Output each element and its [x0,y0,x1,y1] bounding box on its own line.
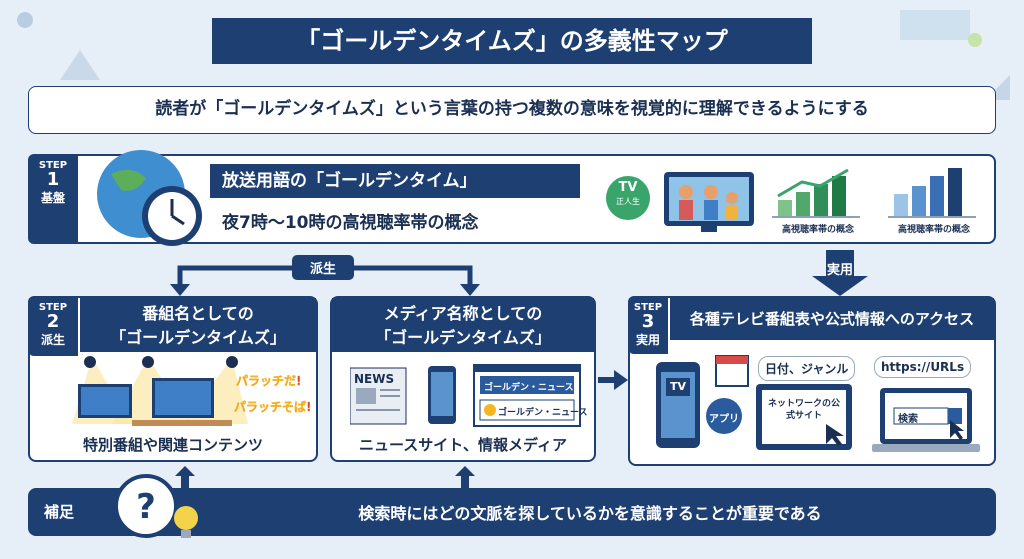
tv-badge-label: TV [618,180,638,195]
supplement-label: 補足 [44,503,75,521]
step2-heading-line2: 「ゴールデンタイムズ」 [110,328,286,347]
media-heading-line2: 「ゴールデンタイムズ」 [375,328,551,347]
media-heading-bar: メディア名称としての 「ゴールデンタイムズ」 [332,298,594,352]
blue-bar-chart-icon [888,168,976,218]
step1-badge: STEP 1 基盤 [28,154,78,244]
step3-badge: STEP 3 実用 [628,296,668,354]
studio-monitors-icon [72,356,248,426]
phone-tv-label: TV [669,380,687,393]
step3-heading: 各種テレビ番組表や公式情報へのアクセス [689,310,975,328]
supplement-up-arrows [175,466,475,488]
media-site2: ゴールデン・ニュース [498,408,588,418]
tv-badge-sub: 正人生 [616,197,640,206]
media-heading-line1: メディア名称としての [383,304,543,323]
laptop-search-icon [872,388,980,452]
urls-label: https://URLs [874,356,972,378]
news-label: NEWS [354,372,395,386]
svg-text:?: ? [136,487,156,527]
supplement-text: 検索時にはどの文脈を探しているかを意識することが重要である [358,504,822,523]
question-bulb-icon: ? [114,474,198,538]
step2-heading-line1: 番組名としての [142,304,254,323]
step3-badge-label: 実用 [635,333,660,347]
subtitle-text: 読者が「ゴールデンタイムズ」という言葉の持つ複数の意味を視覚的に理解できるように… [155,99,869,119]
step3-badge-num: 3 [641,311,655,332]
app-label: アプリ [709,414,739,425]
date-genre-label: 日付、ジャンル [758,356,856,381]
step2-heading-bar: 番組名としての 「ゴールデンタイムズ」 [80,298,316,352]
page-title: 「ゴールデンタイムズ」の多義性マップ [212,18,812,64]
network-site-label: ネットワークの公式サイト [767,399,840,421]
media-site1: ゴールデン・ニュース [484,383,574,393]
step1-badge-label: 基盤 [40,191,65,205]
chart2-label: 高視聴率帯の概念 [897,225,970,235]
to-step3-arrow [598,370,628,390]
step1-heading: 放送用語の「ゴールデンタイム」 [222,171,477,191]
step2-caption: 特別番組や関連コンテンツ [82,436,263,454]
phone-app-icon [656,355,749,448]
use-label: 実用 [826,263,853,278]
step2-badge-label: 派生 [40,333,65,347]
step1-desc: 夜7時〜10時の高視聴率帯の概念 [222,213,479,233]
globe-clock-icon [97,150,202,246]
media-devices-icon [350,364,581,427]
rising-bar-chart-icon [772,168,860,218]
step2-badge-step: STEP [38,302,68,313]
search-label: 検索 [898,414,918,425]
tv-family-icon [606,172,754,232]
step2-badge: STEP 2 派生 [28,296,78,356]
media-caption: ニュースサイト、情報メディア [359,436,567,454]
show-logo-1: パラッチだ! [236,374,302,388]
subtitle-box: 読者が「ゴールデンタイムズ」という言葉の持つ複数の意味を視覚的に理解できるように… [28,86,996,134]
step3-badge-step: STEP [633,302,663,313]
chart1-label: 高視聴率帯の概念 [781,225,854,235]
use-arrow [812,250,868,296]
step3-heading-bar: 各種テレビ番組表や公式情報へのアクセス [670,298,994,340]
derive-label: 派生 [292,255,354,280]
step2-badge-num: 2 [46,311,60,332]
step1-badge-step: STEP [38,160,68,171]
tablet-network-icon [756,384,852,450]
title-text: 「ゴールデンタイムズ」の多義性マップ [296,27,728,55]
show-logo-2: パラッチそば! [234,400,312,414]
step1-badge-num: 1 [46,169,60,190]
step1-heading-bar: 放送用語の「ゴールデンタイム」 [210,164,580,198]
